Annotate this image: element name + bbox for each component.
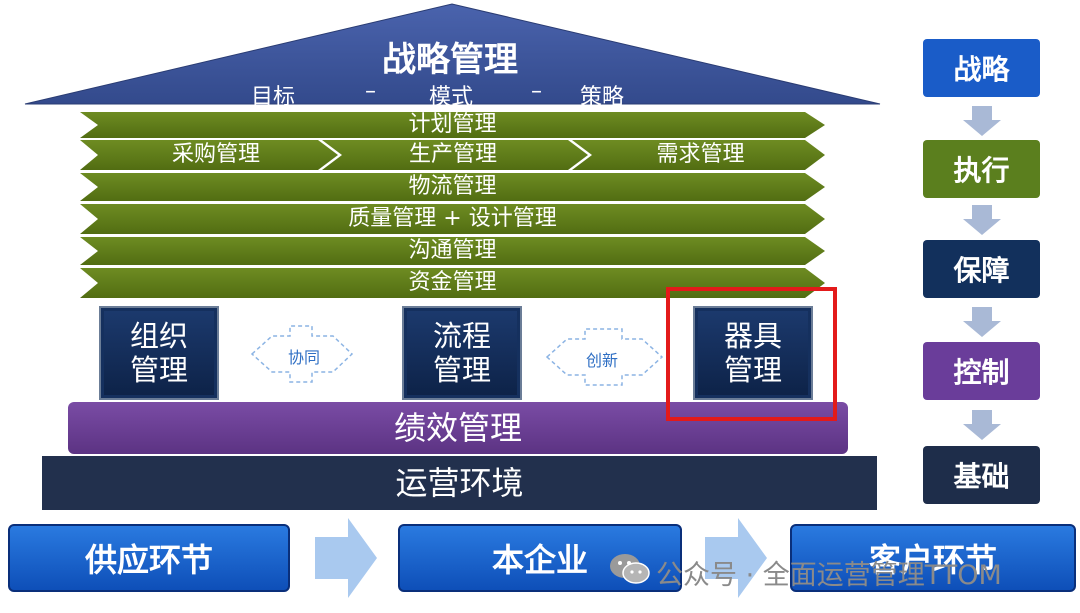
environment-bar	[42, 456, 877, 510]
band-logistics	[80, 173, 825, 201]
chain-supply: 供应环节	[8, 524, 290, 592]
connector-shape-2	[545, 328, 664, 386]
box-organization: 组织 管理	[99, 306, 219, 400]
band-logistics-label: 物流管理	[408, 174, 497, 199]
band-plan	[80, 112, 825, 138]
step-guarantee: 保障	[923, 240, 1040, 298]
band-procure-label: 采购管理	[171, 142, 260, 167]
performance-bar	[68, 402, 848, 454]
step-foundation: 基础	[923, 446, 1040, 504]
box-process: 流程 管理	[402, 306, 522, 400]
band-quality-label: 质量管理 + 设计管理	[348, 206, 557, 231]
band-funds	[80, 268, 825, 298]
roof-sub-dash-1: –	[365, 79, 376, 104]
chain-arrow-1	[315, 518, 377, 598]
roof-sub-strategy: 策略	[580, 85, 625, 110]
connector-label-innovation: 创新	[586, 351, 619, 370]
band-plan-label: 计划管理	[408, 112, 497, 137]
performance-label: 绩效管理	[393, 409, 522, 447]
step-execution: 执行	[923, 140, 1040, 198]
box-organization-line2: 管理	[129, 353, 188, 387]
box-equipment: 器具 管理	[693, 306, 813, 400]
roof-title: 战略管理	[382, 40, 518, 80]
highlight-frame	[666, 287, 837, 421]
band-produce-label: 生产管理	[408, 142, 497, 167]
box-equipment-line2: 管理	[723, 353, 782, 387]
roof	[24, 3, 881, 105]
chain-customer: 客户环节	[790, 524, 1076, 592]
box-equipment-line1: 器具	[723, 319, 782, 353]
band-produce	[322, 140, 588, 170]
band-quality	[80, 204, 825, 234]
step-strategy: 战略	[923, 39, 1040, 97]
step-arrows	[963, 106, 1001, 440]
box-process-line1: 流程	[432, 319, 491, 353]
environment-label: 运营环境	[395, 464, 524, 502]
band-procure	[80, 140, 338, 170]
connector-label-collaboration: 协同	[288, 348, 321, 367]
roof-sub-mode: 模式	[429, 85, 474, 110]
connector-shape-1	[250, 325, 354, 383]
band-demand-label: 需求管理	[656, 142, 745, 167]
band-demand	[572, 140, 825, 170]
band-communication	[80, 237, 825, 265]
roof-sub-dash-2: –	[531, 79, 542, 104]
watermark-text: 公众号 · 全面运营管理TTOM	[656, 560, 1002, 591]
band-communication-label: 沟通管理	[408, 238, 497, 263]
chain-arrow-2	[705, 518, 767, 598]
step-control: 控制	[923, 342, 1040, 400]
band-funds-label: 资金管理	[408, 270, 497, 295]
wechat-icon	[610, 554, 650, 584]
box-process-line2: 管理	[432, 353, 491, 387]
roof-sub-goal: 目标	[251, 85, 296, 110]
box-organization-line1: 组织	[129, 319, 188, 353]
